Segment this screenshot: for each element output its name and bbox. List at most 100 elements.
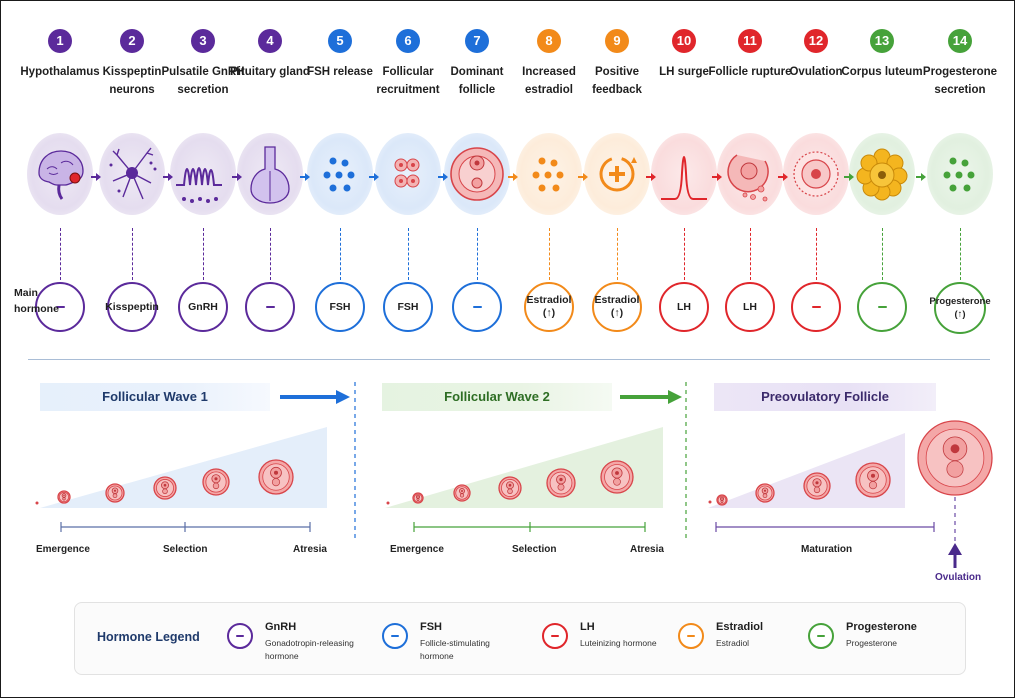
connector-line: [340, 228, 341, 280]
neuron-icon: [99, 133, 165, 215]
legend-item-name: Progesterone: [846, 621, 917, 633]
legend-item-name: FSH: [420, 621, 442, 633]
follicle: [755, 483, 775, 503]
follicle: [105, 483, 125, 503]
wave-3-maturation-label: Maturation: [801, 544, 853, 555]
minus-icon: [877, 305, 887, 309]
wave-2-atresia-label: Atresia: [630, 544, 664, 555]
hormone-name: LH: [743, 300, 757, 313]
step-number-badge: 9: [605, 29, 629, 53]
peak-icon: [651, 133, 717, 215]
follicle: [57, 490, 71, 504]
connector-line: [60, 228, 61, 280]
section-divider: [28, 359, 990, 360]
arrow-right-icon: [300, 169, 310, 181]
hormone-circle: [791, 282, 841, 332]
minus-icon: [472, 305, 482, 309]
step-label: FSH release: [307, 66, 373, 78]
wave-1-arrowhead: [336, 390, 350, 404]
follicle: [803, 472, 831, 500]
step-label: Pulsatile GnRH secretion: [161, 66, 245, 96]
hormone-circle: [452, 282, 502, 332]
plus-cycle-icon: [584, 133, 650, 215]
connector-line: [408, 228, 409, 280]
legend-item-name: GnRH: [265, 621, 297, 633]
wave-1-emergence-label: Emergence: [36, 544, 90, 555]
step-label: Follicular recruitment: [376, 66, 440, 96]
step-label: Increased estradiol: [522, 66, 576, 96]
legend-item-name: LH: [580, 621, 595, 633]
hormone-circle: Estradiol(↑): [524, 282, 574, 332]
hormone-name: Progesterone: [929, 296, 991, 307]
step-number-badge: 10: [672, 29, 696, 53]
step-label: Dominant follicle: [450, 66, 504, 96]
step-number-badge: 14: [948, 29, 972, 53]
preovulatory-follicle: [917, 420, 993, 496]
pulse-icon: [170, 133, 236, 215]
step-label: Kisspeptin neurons: [102, 66, 162, 96]
brain-icon: [27, 133, 93, 215]
corpus-luteum-icon: [849, 133, 915, 215]
connector-line: [617, 228, 618, 280]
arrow-right-icon: [508, 169, 518, 181]
hormone-circle: FSH: [315, 282, 365, 332]
step-number-badge: 3: [191, 29, 215, 53]
legend-marker-icon: [382, 623, 408, 649]
wave-1-atresia-label: Atresia: [293, 544, 327, 555]
hormone-circle: Kisspeptin: [105, 282, 159, 332]
legend-marker-icon: [227, 623, 253, 649]
follicle-dot: [35, 501, 39, 505]
minus-icon: [811, 305, 821, 309]
wave-2-title: Follicular Wave 2: [382, 383, 612, 411]
step-number-badge: 6: [396, 29, 420, 53]
minus-icon: [55, 305, 65, 309]
follicle: [258, 459, 294, 495]
wave-3-title: Preovulatory Follicle: [714, 383, 936, 411]
follicle: [498, 476, 522, 500]
step-number-badge: 8: [537, 29, 561, 53]
wave-2-emergence-label: Emergence: [390, 544, 444, 555]
connector-line: [477, 228, 478, 280]
step-label: Pituitary gland: [230, 66, 310, 78]
main-hormone-label: Main hormone: [14, 287, 59, 315]
step-number-badge: 13: [870, 29, 894, 53]
oocyte-icon: [783, 133, 849, 215]
minus-icon: [265, 305, 275, 309]
step-number-badge: 5: [328, 29, 352, 53]
step-label: Corpus luteum: [841, 66, 923, 78]
hormone-legend: Hormone Legend GnRH Gonadotropin-releasi…: [74, 602, 966, 675]
follicular-waves-graphic: [35, 382, 993, 568]
legend-marker-icon: [542, 623, 568, 649]
follicles-icon: [375, 133, 441, 215]
ovulation-arrowhead: [948, 543, 962, 555]
step-label: Ovulation: [789, 66, 843, 78]
hormone-circle: Estradiol(↑): [592, 282, 642, 332]
dots-icon: [927, 133, 993, 215]
arrow-right-icon: [231, 169, 242, 181]
connector-line: [882, 228, 883, 280]
step-label: Follicle rupture: [708, 66, 792, 78]
legend-item-desc: Progesterone: [846, 638, 898, 648]
hormone-name: Estradiol: [526, 294, 572, 306]
wave-2-wedge: [385, 427, 663, 508]
arrow-right-icon: [578, 169, 588, 181]
hormone-circle: Progesterone(↑): [929, 282, 991, 334]
step-number-badge: 2: [120, 29, 144, 53]
ovulation-label: Ovulation: [935, 572, 982, 583]
legend-item-desc: Luteinizing hormone: [580, 638, 657, 648]
hormone-name: FSH: [397, 300, 419, 313]
dominant-follicle-icon: [444, 133, 510, 215]
step-label: Progesterone secretion: [922, 66, 998, 96]
step-number-badge: 7: [465, 29, 489, 53]
rupture-icon: [717, 133, 783, 215]
follicle-dot: [386, 501, 390, 505]
hormone-circle: LH: [659, 282, 709, 332]
arrow-right-icon: [712, 169, 722, 181]
pituitary-icon: [237, 133, 303, 215]
hormone-circle: FSH: [383, 282, 433, 332]
